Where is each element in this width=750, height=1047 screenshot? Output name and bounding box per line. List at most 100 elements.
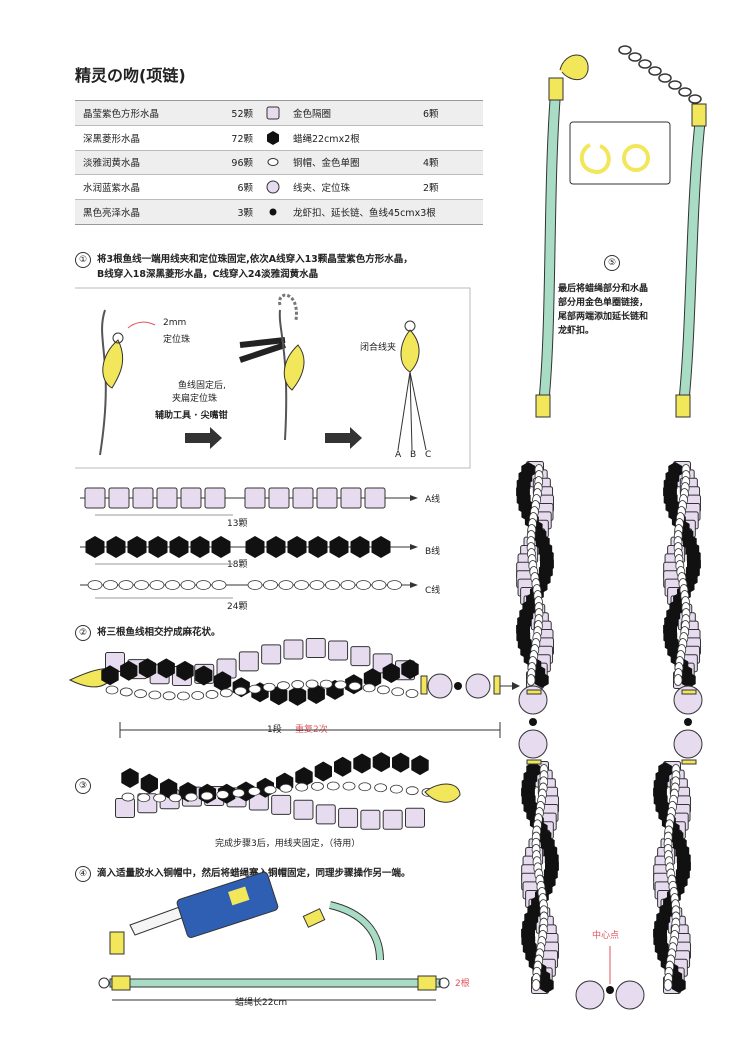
square-bead <box>305 638 326 659</box>
hexagon-bead <box>211 536 231 558</box>
oval-bead <box>334 680 347 690</box>
oval-bead <box>362 683 376 693</box>
round-bead <box>615 980 645 1010</box>
label-b: B <box>410 450 417 460</box>
hexagon-bead <box>314 761 332 782</box>
oval-bead <box>311 781 324 791</box>
hexagon-bead <box>671 977 686 993</box>
oval-bead <box>263 580 278 590</box>
hexagon-bead <box>382 663 400 683</box>
hexagon-bead <box>308 536 328 558</box>
cord-cap <box>691 103 707 127</box>
oval-bead <box>390 784 403 794</box>
line-clip-2 <box>283 344 305 391</box>
jump-ring <box>438 977 450 989</box>
hexagon-bead <box>148 536 168 558</box>
page-title: 精灵の吻(项链) <box>75 66 186 85</box>
oval-bead <box>374 783 388 793</box>
hexagon-bead <box>307 684 325 704</box>
oval-bead <box>278 580 294 590</box>
cord-cap <box>535 394 551 418</box>
thread-a <box>397 371 411 451</box>
gold-spacer <box>526 689 542 695</box>
square-bead <box>350 646 371 667</box>
oval-bead <box>277 681 290 691</box>
oval-bead <box>391 687 405 697</box>
copper-cap <box>109 931 125 955</box>
center-point-label: 中心点 <box>592 931 620 941</box>
oval-bead <box>356 580 371 590</box>
hexagon-bead <box>195 665 213 686</box>
line-b-label: B线 <box>425 547 441 557</box>
small-black-bead-icon <box>253 207 293 217</box>
label-tool: 辅助工具 · 尖嘴钳 <box>155 411 228 421</box>
cord <box>329 902 383 961</box>
square-bead <box>180 487 202 509</box>
thread-c <box>409 371 427 451</box>
hexagon-bead <box>169 536 189 558</box>
oval-bead <box>232 788 245 798</box>
label-a: A <box>395 450 402 460</box>
oval-bead <box>180 580 196 590</box>
round-bead <box>518 729 548 759</box>
square-bead <box>315 804 336 825</box>
twist-clip-right <box>424 783 461 803</box>
chain-link <box>618 45 632 55</box>
gold-spacer <box>420 675 428 695</box>
small-black-bead <box>454 682 462 690</box>
oval-bead <box>168 793 182 803</box>
label-2mm: 2mm <box>163 318 187 328</box>
oval-bead <box>137 793 151 803</box>
fishing-line <box>99 309 107 456</box>
oval-bead <box>377 685 390 695</box>
oval-bead <box>526 674 536 686</box>
oval-bead <box>184 792 198 802</box>
hexagon-bead <box>350 536 370 558</box>
arrow-right <box>185 427 222 449</box>
cord-cap <box>548 77 564 101</box>
hexagon-bead <box>681 672 696 688</box>
cord-cap-right <box>417 975 437 991</box>
oval-bead <box>387 580 402 590</box>
gold-spacer <box>526 759 542 765</box>
oval-bead <box>234 686 247 696</box>
hexagon-bead <box>160 778 178 799</box>
cord-length-label: 蜡绳长22cm <box>235 998 288 1008</box>
hexagon-bead <box>329 536 349 558</box>
row-c-arrowhead <box>410 582 418 588</box>
chain-link <box>628 52 642 62</box>
oval-bead <box>248 684 262 694</box>
small-black-bead <box>606 986 614 994</box>
hexagon-bead <box>138 658 157 679</box>
hexagon-bead <box>539 977 554 993</box>
hexagon-bead <box>392 752 410 773</box>
line-a-label: A线 <box>425 495 441 505</box>
hexagon-bead <box>85 536 105 558</box>
cord-cap-left <box>111 975 131 991</box>
oval-bead <box>149 580 165 590</box>
oval-bead <box>87 580 103 590</box>
oval-bead <box>295 782 309 792</box>
oval-bead <box>148 690 162 700</box>
chain-link <box>678 87 692 97</box>
square-bead <box>268 487 290 509</box>
oval-bead <box>134 689 147 699</box>
round-bead <box>575 980 605 1010</box>
oval-bead <box>371 580 387 590</box>
clip-ring <box>112 332 124 344</box>
oval-bead <box>196 580 211 590</box>
row-b-arrowhead <box>410 544 418 550</box>
oval-bead <box>247 580 263 590</box>
square-bead <box>293 799 314 820</box>
line-b-count: 18颗 <box>227 560 248 570</box>
square-bead <box>283 639 304 660</box>
hexagon-bead <box>245 536 265 558</box>
hexagon-bead <box>270 685 288 706</box>
hexagon-bead <box>120 660 138 681</box>
hexagon-bead <box>295 767 313 787</box>
square-bead <box>360 809 381 830</box>
square-bead <box>328 640 349 661</box>
square-bead <box>340 487 362 509</box>
